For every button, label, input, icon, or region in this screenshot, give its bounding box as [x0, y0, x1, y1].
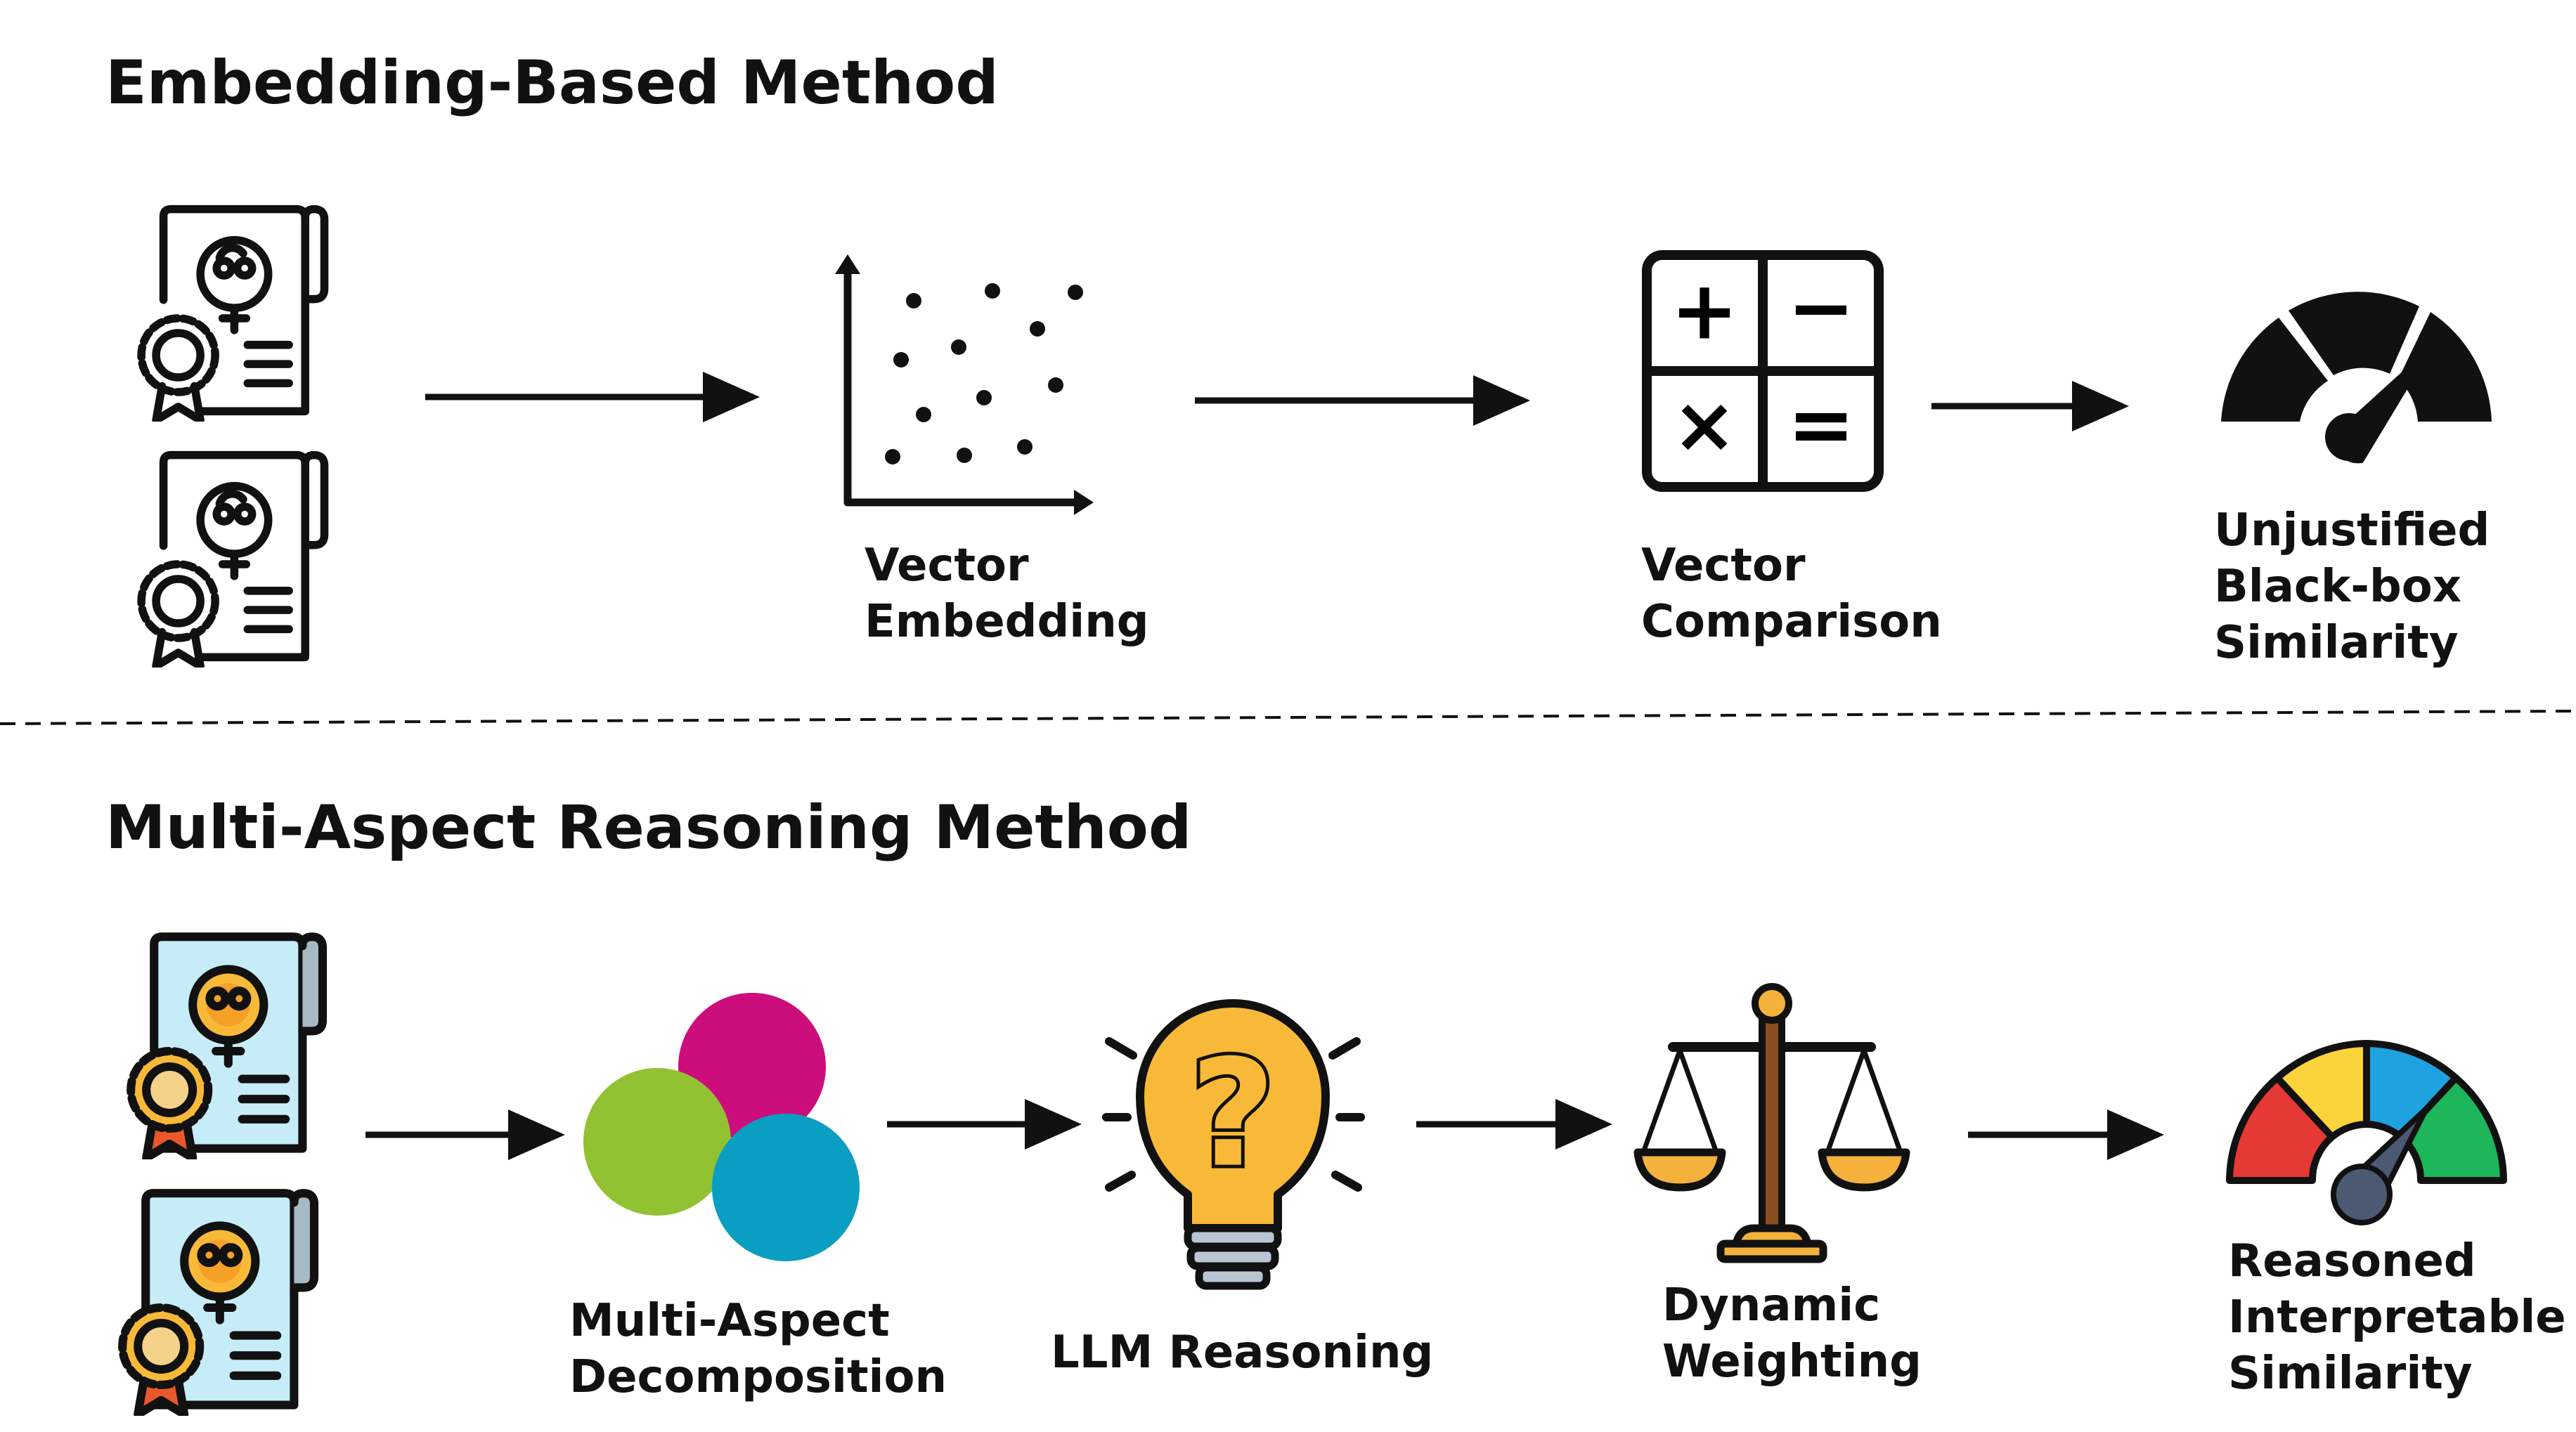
label-blackbox-similarity: Unjustified Black-box Similarity [2214, 502, 2490, 671]
label-vector-embedding: Vector Embedding [865, 538, 1149, 650]
black-gauge-icon [2221, 292, 2492, 461]
label-multi-aspect-decomposition: Multi-Aspect Decomposition [569, 1293, 947, 1405]
calc-plus: + [1671, 264, 1738, 358]
section-title-embedding: Embedding-Based Method [105, 46, 999, 122]
balance-scale-icon [1638, 987, 1906, 1259]
calc-times: × [1672, 379, 1737, 469]
venn-circles-icon [583, 993, 860, 1261]
section-divider [0, 711, 2576, 724]
patent-document-color-icon [131, 937, 323, 1158]
calculator-icon: + − × = [1647, 255, 1879, 487]
question-mark: ? [1190, 1028, 1276, 1200]
color-gauge-icon [2229, 1043, 2504, 1223]
calc-minus: − [1787, 261, 1855, 356]
section-title-reasoning: Multi-Aspect Reasoning Method [105, 790, 1191, 866]
calc-equals: = [1787, 378, 1855, 472]
lightbulb-question-icon: ? [1106, 1003, 1361, 1286]
label-vector-comparison: Vector Comparison [1641, 538, 1942, 650]
label-dynamic-weighting: Dynamic Weighting [1662, 1277, 1922, 1390]
patent-document-icon [141, 209, 324, 420]
label-interpretable-similarity: Reasoned Interpretable Similarity [2228, 1233, 2566, 1402]
patent-document-color-icon [122, 1193, 314, 1414]
label-llm-reasoning: LLM Reasoning [1051, 1324, 1433, 1381]
scatter-plot-icon [835, 254, 1094, 515]
patent-document-icon [141, 455, 324, 666]
